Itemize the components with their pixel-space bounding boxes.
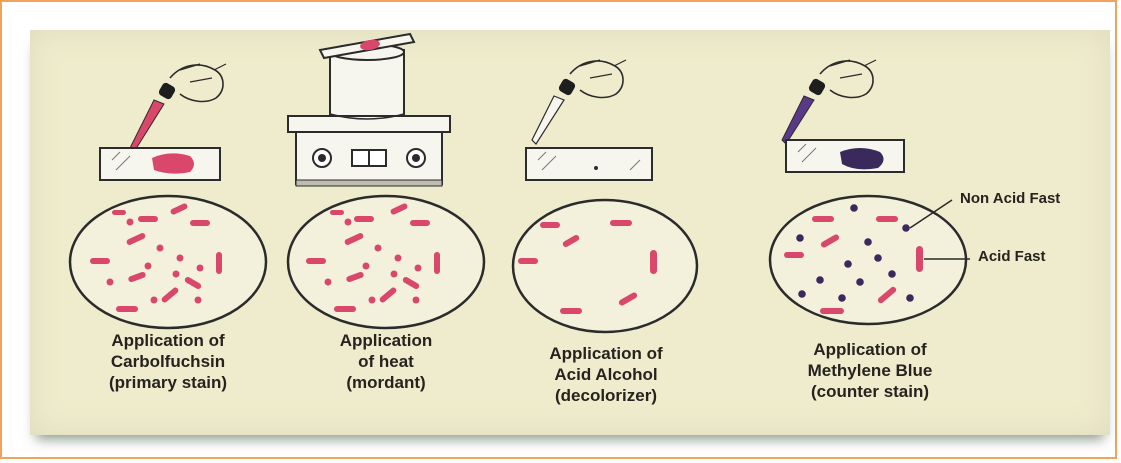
beaker-icon [320,34,414,119]
hot-plate-icon [288,116,450,186]
label-acid-fast: Acid Fast [978,248,1046,265]
microscope-field [770,196,966,324]
caption-methylene-blue: Application of Methylene Blue (counter s… [760,339,980,402]
microscope-field [513,200,697,332]
microscope-field [288,196,484,328]
caption-heat: Application of heat (mordant) [276,330,496,393]
stage-4-illustration [770,60,970,324]
stage-1-illustration [70,64,266,328]
glass-slide [100,148,220,180]
dropper-icon [532,60,626,144]
caption-carbolfuchsin: Application of Carbolfuchsin (primary st… [58,330,278,393]
staining-diagram: Non Acid Fast Acid Fast Application of C… [30,30,1110,435]
label-non-acid-fast: Non Acid Fast [960,190,1060,207]
stage-3-illustration [513,60,697,332]
dropper-icon [782,60,876,144]
glass-slide [786,140,904,172]
microscope-field [70,196,266,328]
glass-slide [526,148,652,180]
stage-2-illustration [288,34,484,328]
caption-acid-alcohol: Application of Acid Alcohol (decolorizer… [496,343,716,406]
dropper-icon [130,64,226,152]
